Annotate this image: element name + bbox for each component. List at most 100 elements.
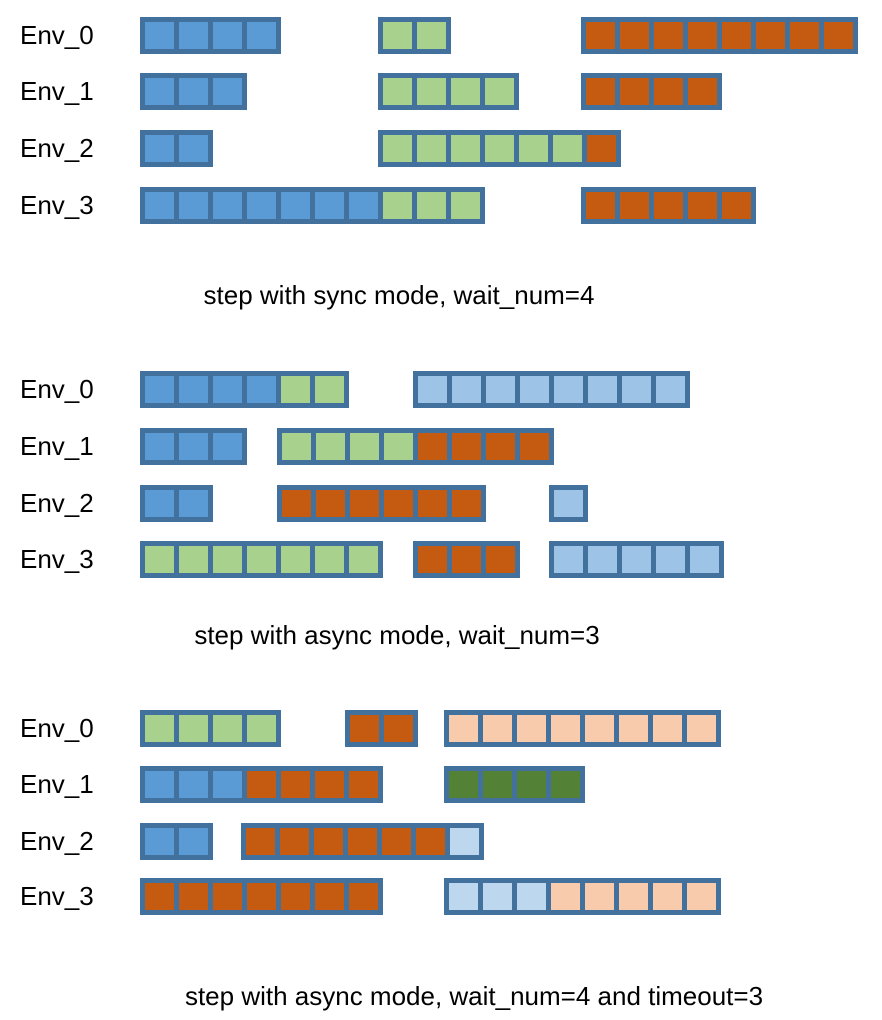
timeline-bar bbox=[549, 485, 588, 522]
step-cell-orange bbox=[145, 883, 174, 910]
timeline-bar bbox=[140, 371, 349, 408]
step-cell-orange bbox=[350, 490, 379, 517]
step-cell-orange bbox=[620, 192, 649, 219]
timeline-bar bbox=[140, 485, 213, 522]
step-cell-orange bbox=[315, 771, 344, 798]
step-cell-orange bbox=[418, 546, 447, 573]
env-label: Env_1 bbox=[20, 431, 94, 461]
step-cell-blue bbox=[247, 376, 276, 403]
step-cell-blue bbox=[145, 22, 174, 49]
step-cell-orange bbox=[654, 22, 683, 49]
timeline-bar bbox=[140, 17, 281, 54]
step-cell-blue bbox=[145, 192, 174, 219]
env-label: Env_0 bbox=[20, 713, 94, 743]
step-cell-orange bbox=[213, 883, 242, 910]
env-label: Env_1 bbox=[20, 769, 94, 799]
step-cell-orange bbox=[418, 433, 447, 460]
step-cell-blue bbox=[145, 376, 174, 403]
step-cell-light_blue bbox=[554, 490, 583, 517]
step-cell-orange bbox=[281, 771, 310, 798]
diagram-caption: step with async mode, wait_num=3 bbox=[194, 620, 600, 650]
step-cell-orange bbox=[314, 828, 343, 855]
step-cell-orange bbox=[281, 883, 310, 910]
timeline-bar bbox=[345, 710, 418, 747]
step-cell-blue bbox=[213, 78, 242, 105]
step-cell-green bbox=[417, 22, 446, 49]
timeline-bar bbox=[140, 187, 485, 224]
step-cell-orange bbox=[486, 433, 515, 460]
step-cell-peach bbox=[687, 715, 716, 742]
step-cell-orange bbox=[756, 22, 785, 49]
timeline-bar bbox=[581, 187, 756, 224]
env-label: Env_2 bbox=[20, 826, 94, 856]
step-cell-peach bbox=[653, 883, 682, 910]
step-cell-orange bbox=[349, 883, 378, 910]
step-cell-green bbox=[281, 376, 310, 403]
step-cell-blue bbox=[213, 192, 242, 219]
step-cell-orange bbox=[246, 828, 275, 855]
step-cell-green bbox=[349, 546, 378, 573]
step-cell-orange bbox=[247, 771, 276, 798]
step-cell-orange bbox=[688, 78, 717, 105]
timeline-bar bbox=[241, 823, 484, 860]
step-cell-orange bbox=[179, 883, 208, 910]
env-label: Env_3 bbox=[20, 544, 94, 574]
step-cell-peach bbox=[619, 715, 648, 742]
step-cell-peach bbox=[653, 715, 682, 742]
step-cell-orange bbox=[722, 192, 751, 219]
step-cell-orange bbox=[418, 490, 447, 517]
step-cell-green bbox=[383, 78, 412, 105]
step-cell-blue bbox=[145, 433, 174, 460]
step-cell-light_blue bbox=[588, 376, 617, 403]
step-cell-green bbox=[179, 715, 208, 742]
timeline-bar bbox=[378, 73, 519, 110]
step-cell-blue bbox=[145, 135, 174, 162]
step-cell-orange bbox=[688, 192, 717, 219]
step-cell-orange bbox=[452, 546, 481, 573]
step-cell-green bbox=[451, 78, 480, 105]
step-cell-peach bbox=[585, 883, 614, 910]
diagram-caption: step with async mode, wait_num=4 and tim… bbox=[184, 981, 764, 1011]
step-cell-blue bbox=[213, 433, 242, 460]
step-cell-orange bbox=[520, 433, 549, 460]
step-cell-blue bbox=[179, 376, 208, 403]
step-cell-light_blue bbox=[520, 376, 549, 403]
step-cell-pale_blue bbox=[483, 883, 512, 910]
step-cell-orange bbox=[350, 715, 379, 742]
timeline-bar bbox=[581, 73, 722, 110]
step-cell-green bbox=[383, 192, 412, 219]
timeline-bar bbox=[140, 823, 213, 860]
step-cell-blue bbox=[213, 771, 242, 798]
step-cell-blue bbox=[179, 192, 208, 219]
step-cell-orange bbox=[620, 78, 649, 105]
step-cell-green bbox=[315, 376, 344, 403]
step-cell-green bbox=[485, 78, 514, 105]
step-cell-orange bbox=[587, 135, 616, 162]
step-cell-light_blue bbox=[622, 376, 651, 403]
step-cell-blue bbox=[145, 771, 174, 798]
step-cell-light_blue bbox=[418, 376, 447, 403]
step-cell-green bbox=[417, 78, 446, 105]
timeline-bar bbox=[444, 878, 721, 915]
step-cell-orange bbox=[247, 883, 276, 910]
env-label: Env_2 bbox=[20, 133, 94, 163]
step-cell-orange bbox=[486, 546, 515, 573]
step-cell-pale_blue bbox=[449, 883, 478, 910]
step-cell-orange bbox=[316, 490, 345, 517]
step-cell-green bbox=[315, 546, 344, 573]
timeline-bar bbox=[549, 541, 724, 578]
step-cell-orange bbox=[688, 22, 717, 49]
step-cell-orange bbox=[348, 828, 377, 855]
step-cell-orange bbox=[416, 828, 445, 855]
step-cell-blue bbox=[179, 135, 208, 162]
step-cell-blue bbox=[247, 22, 276, 49]
step-cell-green bbox=[247, 715, 276, 742]
step-cell-green bbox=[213, 715, 242, 742]
env-label: Env_0 bbox=[20, 20, 94, 50]
step-cell-blue bbox=[281, 192, 310, 219]
step-cell-green bbox=[417, 135, 446, 162]
step-cell-blue bbox=[179, 490, 208, 517]
step-cell-green bbox=[485, 135, 514, 162]
step-cell-blue bbox=[145, 78, 174, 105]
